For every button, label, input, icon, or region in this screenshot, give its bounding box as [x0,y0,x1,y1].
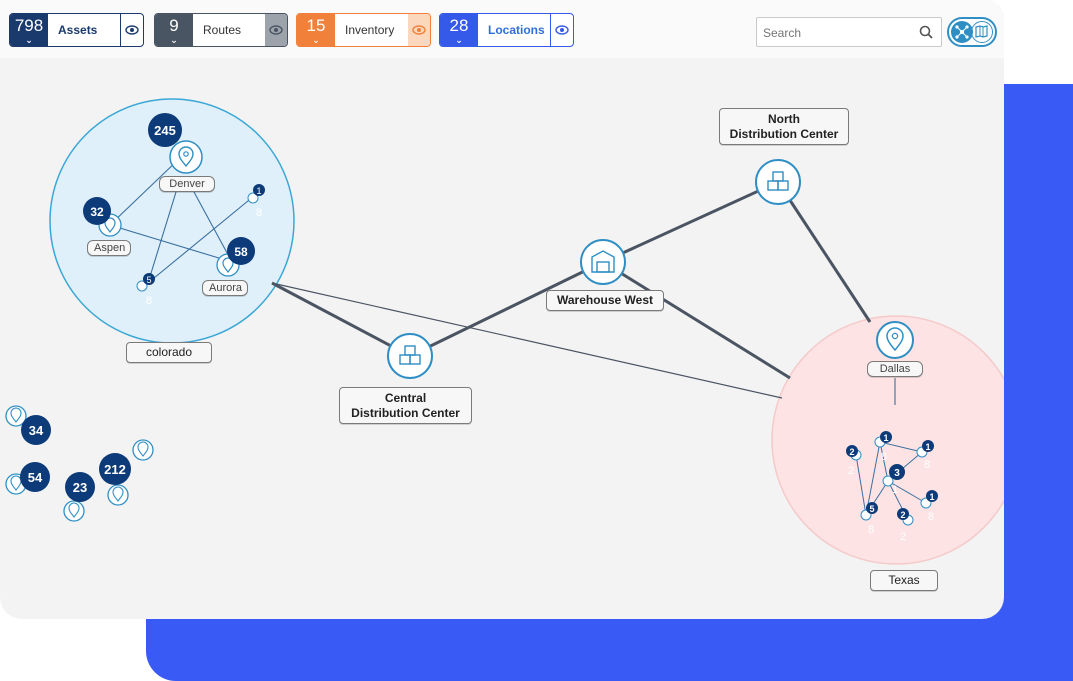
svg-text:5: 5 [146,275,151,285]
svg-text:34: 34 [29,423,44,438]
svg-text:3: 3 [894,468,900,479]
svg-text:8: 8 [881,451,887,463]
eye-icon[interactable] [120,14,143,46]
texas-sub-counts: 2 8 8 1 8 8 2 [848,451,934,543]
location-pin-icon [886,327,904,352]
toolbar: 798 ⌄ Assets 9 ⌄ Routes 15 ⌄ Inventory [0,0,1004,58]
inventory-count[interactable]: 15 ⌄ [297,14,335,46]
svg-text:8: 8 [256,207,262,219]
dallas-node[interactable] [876,321,914,359]
svg-text:32: 32 [90,205,104,219]
texas-count-badges[interactable]: 2 1 1 3 1 5 2 [846,431,938,520]
route-lines [271,180,872,399]
locations-label: Locations [488,23,545,37]
outlier-pin-glyphs [10,407,149,518]
aurora-count-badge[interactable]: 58 [227,237,255,265]
svg-text:58: 58 [234,245,248,259]
svg-text:2: 2 [849,447,854,457]
svg-text:245: 245 [154,123,176,138]
aspen-count-badge[interactable]: 32 [83,197,111,225]
denver-label[interactable]: Denver [159,176,215,192]
svg-text:2: 2 [848,465,854,477]
search-icon[interactable] [911,18,941,46]
small-pin[interactable] [136,192,259,292]
svg-text:8: 8 [924,459,930,471]
svg-text:54: 54 [28,470,43,485]
svg-text:2: 2 [900,531,906,543]
north-dc-label[interactable]: North Distribution Center [719,108,849,145]
assets-count-value: 798 [14,16,44,35]
svg-text:8: 8 [868,524,874,536]
denver-count-badge[interactable]: 245 [148,113,182,147]
warehouse-west-node[interactable] [580,239,626,285]
eye-icon[interactable] [265,14,287,46]
chevron-down-icon: ⌄ [170,35,178,45]
warehouse-west-label[interactable]: Warehouse West [546,290,664,311]
colorado-region-label[interactable]: colorado [126,342,212,363]
routes-count[interactable]: 9 ⌄ [155,14,193,46]
assets-count[interactable]: 798 ⌄ [10,14,48,46]
view-toggle[interactable] [947,17,997,47]
boxes-icon [399,345,421,365]
locations-filter[interactable]: 28 ⌄ Locations [439,13,574,47]
network-view-icon[interactable] [951,21,973,43]
denver-pin[interactable] [169,140,203,174]
assets-filter[interactable]: 798 ⌄ Assets [9,13,144,47]
small-count-badge[interactable]: 1 8 5 8 [143,184,265,307]
chevron-down-icon: ⌄ [25,35,33,45]
locations-count[interactable]: 28 ⌄ [440,14,478,46]
outlier-count-badges[interactable]: 34 54 23 212 [20,415,131,502]
inventory-label: Inventory [345,23,395,37]
svg-text:23: 23 [73,480,87,495]
routes-label: Routes [203,23,242,37]
locations-count-value: 28 [449,16,469,35]
routes-filter[interactable]: 9 ⌄ Routes [154,13,288,47]
svg-text:1: 1 [925,442,930,452]
central-dc-node[interactable] [387,333,433,379]
inventory-filter[interactable]: 15 ⌄ Inventory [296,13,431,47]
eye-icon[interactable] [408,14,430,46]
search-input[interactable] [757,18,915,48]
svg-text:1: 1 [883,433,888,443]
map-canvas[interactable]: 245 32 58 1 8 5 8 2 1 [0,0,1004,619]
assets-label: Assets [58,23,98,37]
north-dc-node[interactable] [755,159,801,205]
texas-region-label[interactable]: Texas [870,570,938,591]
dallas-label[interactable]: Dallas [867,361,923,377]
boxes-icon [767,171,789,191]
svg-text:1: 1 [256,186,261,196]
chevron-down-icon: ⌄ [312,35,320,45]
routes-count-value: 9 [169,16,179,35]
svg-text:5: 5 [869,504,874,514]
eye-icon[interactable] [550,14,573,46]
svg-text:1: 1 [892,484,898,496]
inventory-count-value: 15 [306,16,326,35]
aspen-label[interactable]: Aspen [87,240,131,256]
chevron-down-icon: ⌄ [455,35,463,45]
svg-text:2: 2 [900,510,905,520]
svg-text:212: 212 [104,462,126,477]
svg-text:8: 8 [146,295,152,307]
warehouse-icon [591,250,615,273]
search-box[interactable] [756,17,942,48]
map-view-icon[interactable] [971,21,993,43]
map-panel[interactable]: 245 32 58 1 8 5 8 2 1 [0,0,1004,619]
aurora-label[interactable]: Aurora [202,280,248,296]
colorado-links [109,157,896,405]
svg-text:8: 8 [928,511,934,523]
central-dc-label[interactable]: Central Distribution Center [339,387,472,424]
svg-text:1: 1 [929,492,934,502]
